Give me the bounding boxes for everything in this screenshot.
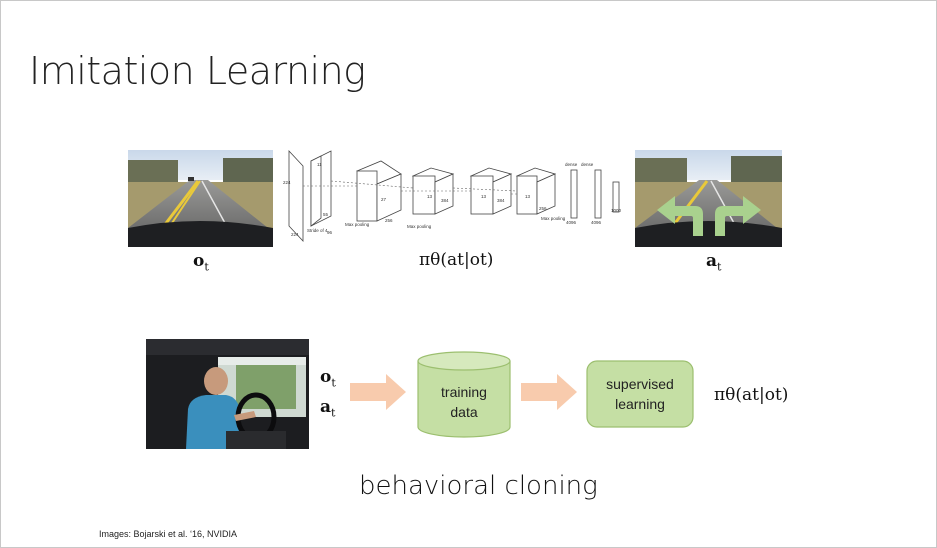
svg-text:4096: 4096 — [591, 220, 602, 225]
road-action-image — [635, 150, 782, 247]
behavioral-cloning-caption: behavioral cloning — [359, 471, 598, 501]
action-symbol-bottom: at — [320, 397, 336, 420]
svg-text:13: 13 — [525, 194, 531, 199]
svg-text:27: 27 — [381, 197, 387, 202]
steering-arrows-icon — [657, 196, 761, 236]
svg-text:256: 256 — [385, 218, 393, 223]
svg-text:13: 13 — [481, 194, 487, 199]
svg-text:13: 13 — [427, 194, 433, 199]
image-credit: Images: Bojarski et al. ‘16, NVIDIA — [99, 529, 238, 539]
flow-arrow-1 — [350, 374, 406, 410]
policy-symbol-bottom: πθ(at|ot) — [714, 385, 789, 405]
driver-image — [146, 339, 309, 449]
svg-text:11: 11 — [317, 162, 322, 167]
policy-symbol-top: πθ(at|ot) — [419, 250, 494, 270]
svg-text:384: 384 — [441, 198, 449, 203]
supervised-learning-label: supervised learning — [606, 376, 674, 412]
training-data-cylinder — [417, 351, 511, 438]
svg-text:1000: 1000 — [611, 208, 622, 213]
svg-text:dense: dense — [565, 162, 578, 167]
svg-text:224: 224 — [283, 180, 291, 185]
svg-text:55: 55 — [323, 212, 329, 217]
observation-symbol-bottom: ot — [320, 367, 336, 390]
svg-text:Max pooling: Max pooling — [407, 224, 432, 229]
svg-text:dense: dense — [581, 162, 594, 167]
svg-text:Max pooling: Max pooling — [541, 216, 566, 221]
svg-text:224: 224 — [291, 232, 299, 237]
svg-text:4096: 4096 — [566, 220, 577, 225]
slide-title: Imitation Learning — [29, 49, 366, 93]
svg-text:Stride of 4: Stride of 4 — [307, 228, 328, 233]
road-observation-image — [128, 150, 273, 247]
training-data-label: training data — [441, 384, 487, 420]
svg-text:384: 384 — [497, 198, 505, 203]
action-symbol-top: at — [706, 251, 722, 274]
flow-arrow-2 — [521, 374, 577, 410]
supervised-learning-box — [586, 360, 694, 428]
svg-text:96: 96 — [327, 230, 333, 235]
svg-text:Max pooling: Max pooling — [345, 222, 370, 227]
observation-symbol-top: ot — [193, 251, 209, 274]
cnn-architecture-diagram: 224 224 Stride of 4 11 55 96 Max pooling… — [283, 149, 622, 243]
svg-text:256: 256 — [539, 206, 547, 211]
